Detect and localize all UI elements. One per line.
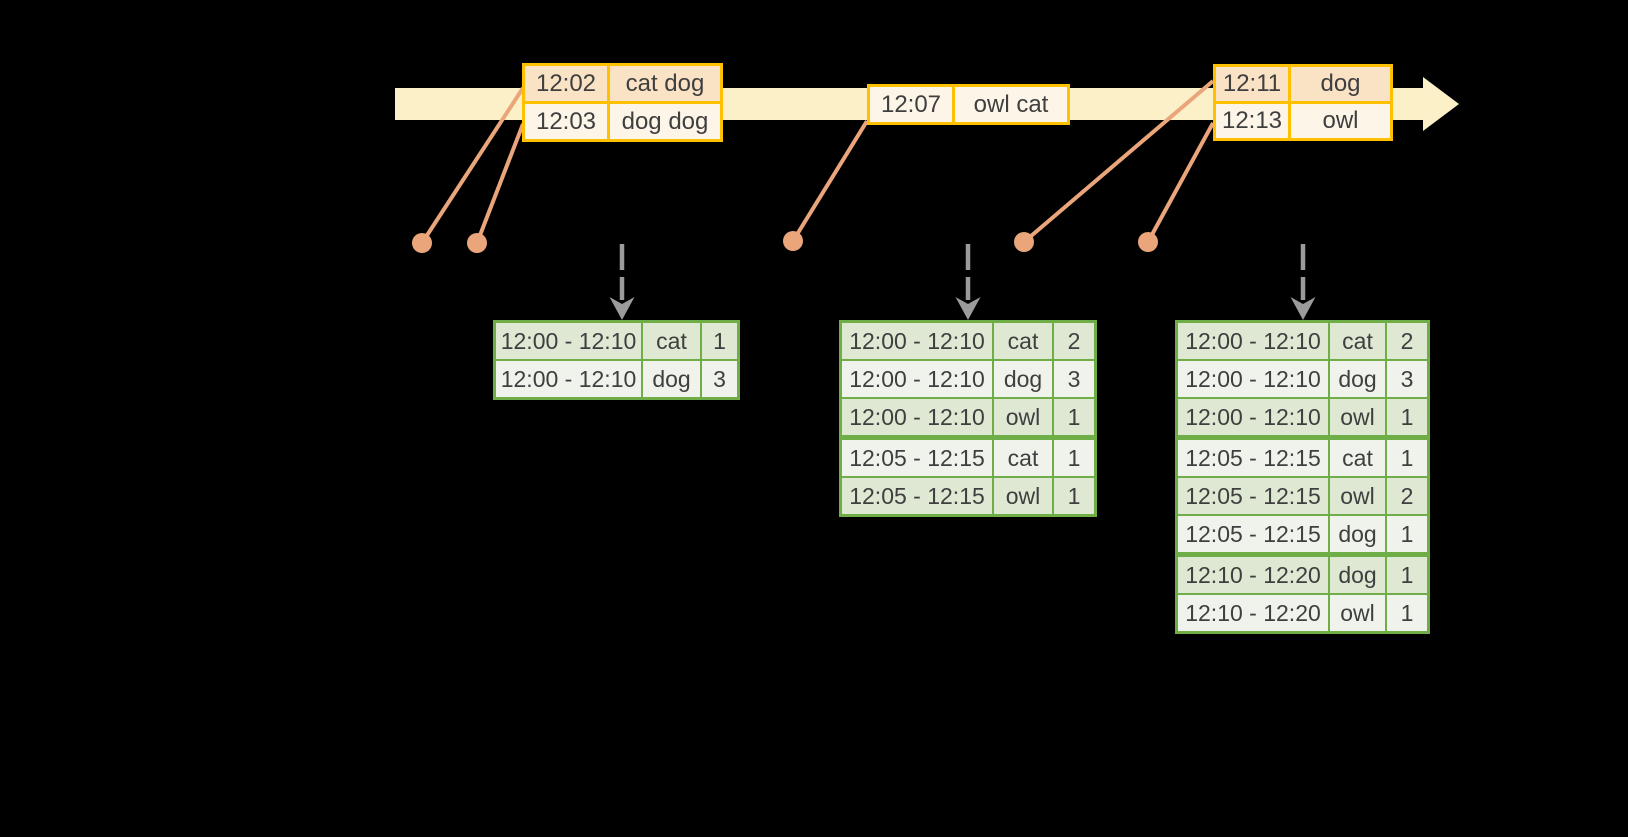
connector-line	[1146, 122, 1215, 243]
event-dot-icon	[1014, 232, 1034, 252]
trigger-arrow-icon	[609, 244, 635, 320]
table-row: 12:05 - 12:15 cat 1	[1178, 440, 1427, 476]
count-cell: 1	[1387, 595, 1427, 631]
timeline-arrowhead-icon	[1423, 77, 1459, 131]
event-time-cell: 12:03	[525, 104, 607, 139]
count-cell: 1	[1387, 557, 1427, 593]
count-cell: 1	[1054, 478, 1094, 514]
table-row: 12:00 - 12:10 owl 1	[1178, 399, 1427, 435]
window-cell: 12:05 - 12:15	[1178, 516, 1328, 552]
connector-line	[1022, 79, 1215, 244]
count-cell: 1	[1054, 440, 1094, 476]
count-cell: 3	[1387, 361, 1427, 397]
table-row: 12:00 - 12:10 cat 2	[1178, 323, 1427, 359]
window-cell: 12:00 - 12:10	[496, 361, 641, 397]
word-cell: cat	[1330, 323, 1385, 359]
trigger-arrow-icon	[1290, 244, 1316, 320]
window-cell: 12:00 - 12:10	[496, 323, 641, 359]
event-dot-icon	[412, 233, 432, 253]
event-dot-icon	[467, 233, 487, 253]
word-cell: dog	[643, 361, 700, 397]
window-cell: 12:05 - 12:15	[842, 440, 992, 476]
window-cell: 12:00 - 12:10	[842, 399, 992, 435]
connector-line	[475, 123, 525, 244]
event-dot-icon	[783, 231, 803, 251]
window-cell: 12:05 - 12:15	[1178, 440, 1328, 476]
count-cell: 2	[1054, 323, 1094, 359]
connector-line	[791, 119, 869, 243]
word-cell: dog	[1330, 516, 1385, 552]
count-cell: 3	[1054, 361, 1094, 397]
table-row: 12:05 - 12:15 cat 1	[842, 440, 1094, 476]
result-table: 12:00 - 12:10 cat 1 12:00 - 12:10 dog 3	[493, 320, 740, 400]
table-row: 12:00 - 12:10 cat 1	[496, 323, 737, 359]
table-row: 12:00 - 12:10 owl 1	[842, 399, 1094, 435]
event-words-cell: dog	[1291, 67, 1390, 101]
connector-line	[420, 86, 525, 245]
result-table: 12:00 - 12:10 cat 2 12:00 - 12:10 dog 3 …	[1175, 320, 1430, 634]
table-row: 12:05 - 12:15 owl 1	[842, 478, 1094, 514]
table-row: 12:00 - 12:10 dog 3	[1178, 361, 1427, 397]
result-table: 12:00 - 12:10 cat 2 12:00 - 12:10 dog 3 …	[839, 320, 1097, 517]
word-cell: owl	[994, 399, 1052, 435]
count-cell: 1	[702, 323, 737, 359]
table-row: 12:05 - 12:15 owl 2	[1178, 478, 1427, 514]
window-cell: 12:00 - 12:10	[842, 323, 992, 359]
count-cell: 3	[702, 361, 737, 397]
window-cell: 12:00 - 12:10	[1178, 361, 1328, 397]
word-cell: owl	[1330, 595, 1385, 631]
count-cell: 1	[1054, 399, 1094, 435]
trigger-arrow-icon	[955, 244, 981, 320]
count-cell: 2	[1387, 323, 1427, 359]
count-cell: 2	[1387, 478, 1427, 514]
event-time-cell: 12:11	[1216, 67, 1288, 101]
window-cell: 12:10 - 12:20	[1178, 595, 1328, 631]
window-cell: 12:00 - 12:10	[1178, 323, 1328, 359]
event-box: 12:11 dog 12:13 owl	[1213, 64, 1393, 141]
word-cell: cat	[994, 323, 1052, 359]
table-row: 12:10 - 12:20 dog 1	[1178, 557, 1427, 593]
word-cell: dog	[994, 361, 1052, 397]
window-cell: 12:00 - 12:10	[1178, 399, 1328, 435]
word-cell: cat	[1330, 440, 1385, 476]
event-box: 12:02 cat dog 12:03 dog dog	[522, 63, 723, 142]
window-cell: 12:05 - 12:15	[1178, 478, 1328, 514]
count-cell: 1	[1387, 516, 1427, 552]
window-cell: 12:00 - 12:10	[842, 361, 992, 397]
count-cell: 1	[1387, 399, 1427, 435]
table-row: 12:00 - 12:10 cat 2	[842, 323, 1094, 359]
event-words-cell: owl	[1291, 104, 1390, 138]
word-cell: dog	[1330, 361, 1385, 397]
event-time-cell: 12:13	[1216, 104, 1288, 138]
event-row: 12:13 owl	[1216, 104, 1390, 138]
word-cell: owl	[994, 478, 1052, 514]
event-row: 12:02 cat dog	[525, 66, 720, 101]
table-row: 12:05 - 12:15 dog 1	[1178, 516, 1427, 552]
event-row: 12:07 owl cat	[870, 87, 1067, 122]
word-cell: owl	[1330, 478, 1385, 514]
word-cell: owl	[1330, 399, 1385, 435]
word-cell: cat	[994, 440, 1052, 476]
event-time-cell: 12:07	[870, 87, 952, 122]
event-row: 12:03 dog dog	[525, 104, 720, 139]
word-cell: cat	[643, 323, 700, 359]
event-words-cell: cat dog	[610, 66, 720, 101]
table-row: 12:00 - 12:10 dog 3	[496, 361, 737, 397]
event-words-cell: dog dog	[610, 104, 720, 139]
event-dot-icon	[1138, 232, 1158, 252]
word-cell: dog	[1330, 557, 1385, 593]
count-cell: 1	[1387, 440, 1427, 476]
window-cell: 12:10 - 12:20	[1178, 557, 1328, 593]
event-words-cell: owl cat	[955, 87, 1067, 122]
event-time-cell: 12:02	[525, 66, 607, 101]
table-row: 12:10 - 12:20 owl 1	[1178, 595, 1427, 631]
event-box: 12:07 owl cat	[867, 84, 1070, 125]
window-cell: 12:05 - 12:15	[842, 478, 992, 514]
table-row: 12:00 - 12:10 dog 3	[842, 361, 1094, 397]
event-row: 12:11 dog	[1216, 67, 1390, 101]
